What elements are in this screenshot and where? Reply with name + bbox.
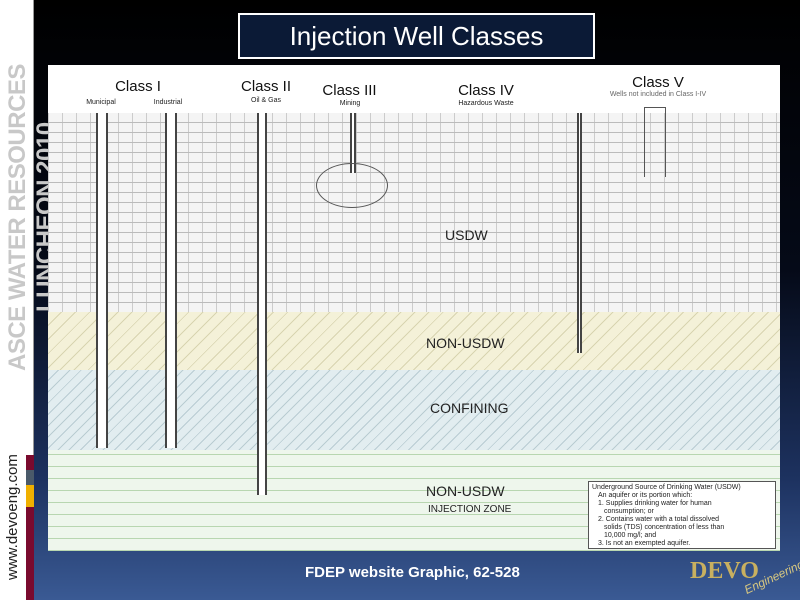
municipal-label: Municipal xyxy=(86,99,116,106)
sidebar: ASCE WATER RESOURCES LUNCHEON 2010 www.d… xyxy=(0,0,59,600)
website-url[interactable]: www.devoeng.com xyxy=(4,454,21,581)
hazardous-waste-label: Hazardous Waste xyxy=(458,100,514,107)
class-v-label: Class V xyxy=(632,74,684,91)
color-block xyxy=(26,485,34,507)
non-usdw-label: NON-USDW xyxy=(426,335,505,351)
non-usdw-layer xyxy=(48,312,780,370)
legend-title: Underground Source of Drinking Water (US… xyxy=(592,484,741,491)
well-class-v xyxy=(577,113,582,353)
industrial-label: Industrial xyxy=(153,99,183,106)
usdw-legend: Underground Source of Drinking Water (US… xyxy=(588,481,776,549)
logo-text: DEVO xyxy=(690,558,759,584)
color-block xyxy=(26,507,34,600)
oil-gas-label: Oil & Gas xyxy=(251,97,281,104)
class-iii-label: Class III xyxy=(322,82,377,99)
color-block xyxy=(26,455,34,470)
well-oil-gas xyxy=(257,113,267,495)
confining-layer xyxy=(48,370,780,450)
conference-label: ASCE WATER RESOURCES LUNCHEON 2010 xyxy=(4,64,59,371)
legend-item: 1. Supplies drinking water for human xyxy=(598,500,712,507)
source-caption: FDEP website Graphic, 62-528 xyxy=(305,564,520,581)
mining-label: Mining xyxy=(339,100,361,107)
class-v-description: Wells not included in Class I-IV xyxy=(609,91,707,98)
legend-item: solids (TDS) concentration of less than xyxy=(604,524,725,531)
usdw-layer xyxy=(48,113,780,313)
mining-cavity xyxy=(316,163,388,208)
class-v-structure xyxy=(644,107,666,177)
usdw-label: USDW xyxy=(445,227,488,243)
legend-item: 3. Is not an exempted aquifer. xyxy=(598,540,691,547)
well-mining xyxy=(350,113,356,173)
color-block xyxy=(26,470,34,485)
legend-intro: An aquifer or its portion which: xyxy=(598,492,693,499)
legend-item: 10,000 mg/l; and xyxy=(604,532,657,539)
non-usdw-label-2: NON-USDW xyxy=(426,483,505,499)
slide-title: Injection Well Classes xyxy=(238,13,595,59)
devo-logo: DEVO Engineering xyxy=(690,557,800,598)
confining-label: CONFINING xyxy=(430,400,509,416)
legend-item: consumption; or xyxy=(604,508,654,515)
injection-well-diagram: Class I Municipal Industrial Class II Oi… xyxy=(48,65,780,551)
well-industrial xyxy=(165,113,177,448)
class-iv-label: Class IV xyxy=(458,82,514,99)
well-municipal xyxy=(96,113,108,448)
injection-zone-label: INJECTION ZONE xyxy=(428,504,512,515)
class-ii-label: Class II xyxy=(240,78,291,95)
class-i-label: Class I xyxy=(115,78,161,95)
legend-item: 2. Contains water with a total dissolved xyxy=(598,516,720,523)
